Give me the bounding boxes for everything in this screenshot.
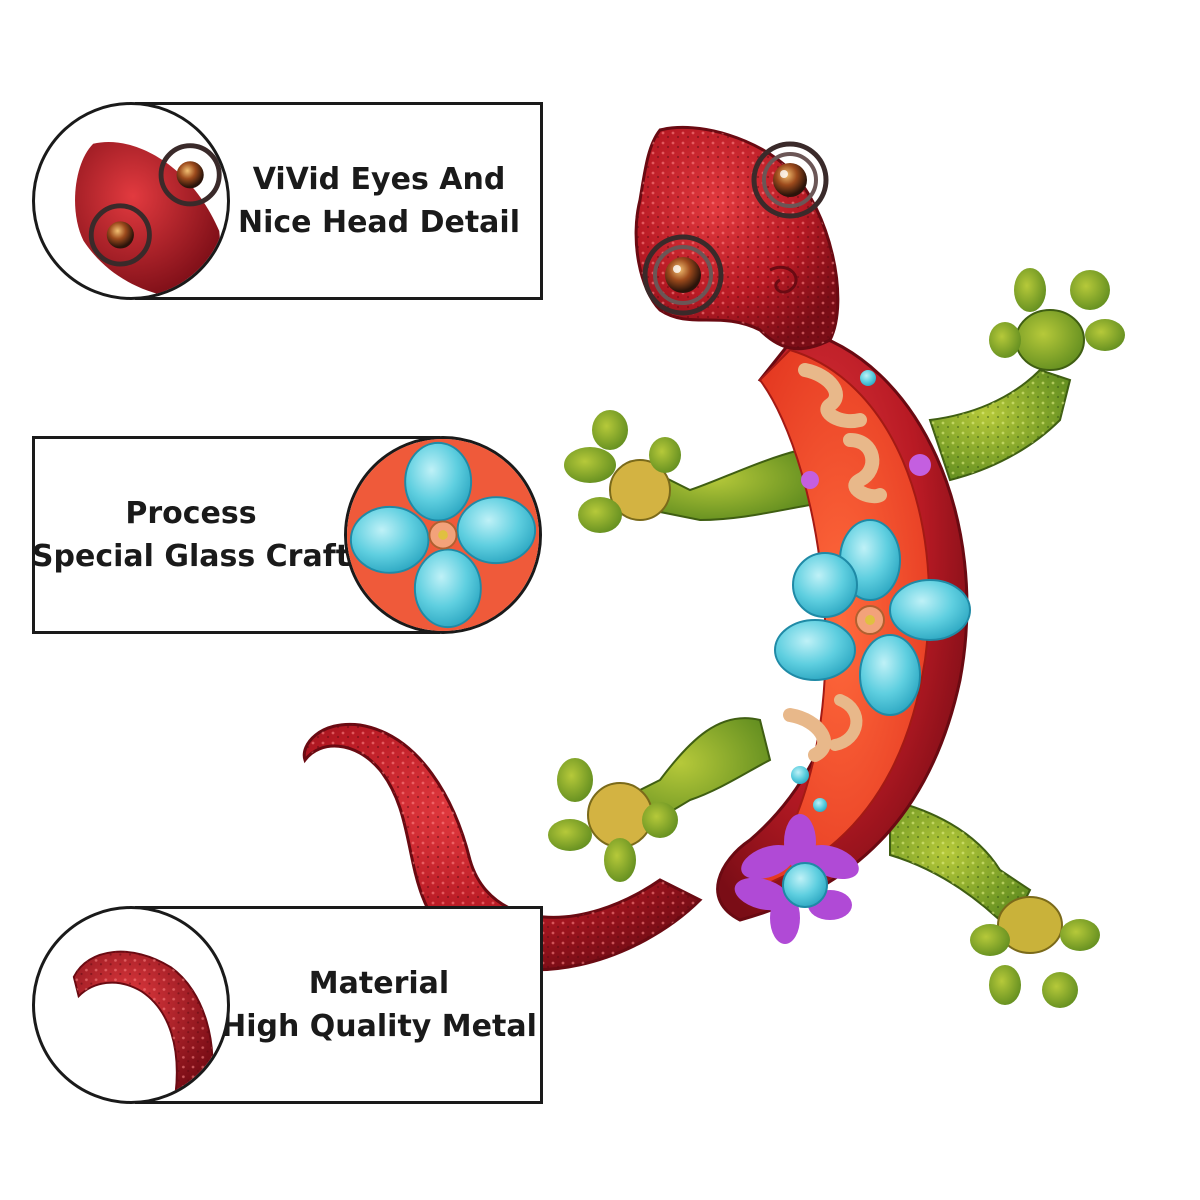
callout-metal-line1: Material — [308, 965, 450, 1001]
front-left-leg — [564, 410, 812, 533]
rear-right-leg — [889, 798, 1100, 1008]
callout-glass-line1: Process — [125, 495, 257, 531]
gecko-body — [716, 328, 971, 944]
gecko-eye-upper — [751, 141, 829, 219]
purple-daisy — [734, 814, 859, 944]
blue-glass-flower — [774, 519, 971, 716]
red-metal-tail-icon — [32, 906, 230, 1104]
gecko-eye-lower — [642, 234, 724, 316]
gecko-head-icon — [32, 102, 230, 300]
front-right-leg — [928, 268, 1125, 482]
callout-eyes-line2: Nice Head Detail — [238, 205, 520, 240]
callout-eyes-line1: ViVid Eyes And — [252, 161, 506, 197]
callout-glass-line2: Special Glass Craft — [31, 539, 351, 574]
rear-left-leg — [548, 717, 772, 882]
blue-glass-flower-icon — [344, 436, 542, 634]
callout-metal-line2: High Quality Metal — [221, 1009, 537, 1044]
gecko-head — [634, 125, 840, 351]
